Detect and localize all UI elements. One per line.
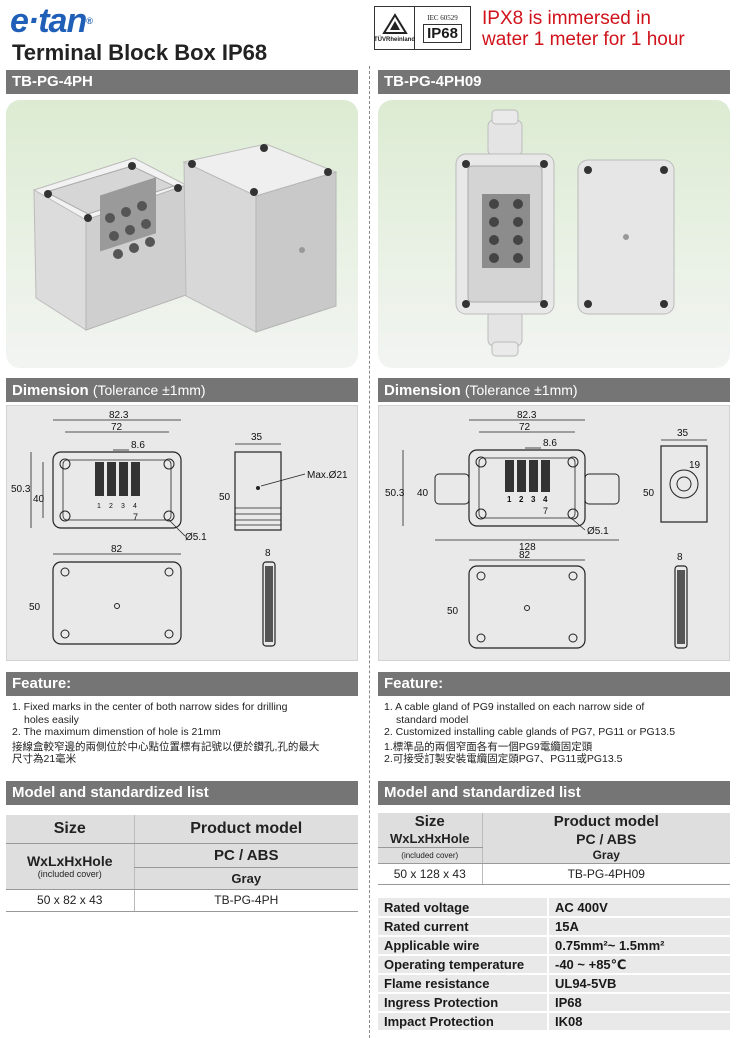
dim-max-hole: Max.Ø21 [307, 470, 348, 481]
left-product-photo [6, 100, 358, 368]
tuv-label: TÜVRheinland [374, 37, 416, 43]
left-dimension-drawing: 82.3 72 8.6 1 2 3 4 7 50.3 40 Ø5.1 35 [6, 405, 358, 661]
right-feature-bar: Feature: [378, 672, 730, 696]
r-term-7: 7 [543, 506, 548, 516]
certification-badge: TÜVRheinland IEC 60529 IP68 [374, 6, 471, 50]
term-3: 3 [121, 503, 125, 510]
brand-logo: e·tan® [10, 2, 93, 40]
dim-8-6: 8.6 [131, 440, 145, 451]
right-dimension-drawing: 82.3 72 8.6 1 2 3 4 7 50.3 40 Ø5.1 128 3… [378, 405, 730, 661]
tuv-triangle-icon [381, 13, 408, 34]
r-dim-8: 8 [677, 552, 683, 563]
doc-title: Terminal Block Box IP68 [12, 40, 268, 65]
r-dim-50-3: 50.3 [385, 488, 405, 499]
r-dim-19: 19 [689, 460, 701, 471]
r-dim-82: 82 [519, 550, 531, 561]
ipx-note: IPX8 is immersed in water 1 meter for 1 … [482, 8, 685, 50]
r-dim-40: 40 [417, 488, 429, 499]
r-term-4: 4 [543, 495, 548, 504]
term-1: 1 [97, 503, 101, 510]
ip-label: IP68 [423, 23, 462, 43]
r-dim-35: 35 [677, 428, 689, 439]
r-dim-hole: Ø5.1 [587, 526, 609, 537]
dim-82-3: 82.3 [109, 410, 129, 421]
left-feature-bar: Feature: [6, 672, 358, 696]
left-model-table: Size Product model WxLxHxHole (included … [6, 815, 358, 912]
column-divider [369, 66, 370, 1038]
r-term-3: 3 [531, 495, 536, 504]
r-term-2: 2 [519, 495, 524, 504]
r-dim-128: 128 [519, 542, 536, 553]
right-product-photo [378, 100, 730, 368]
iec-label: IEC 60529 [427, 13, 458, 22]
right-model-table: Size WxLxHxHole Product model PC / ABS (… [378, 813, 730, 885]
left-feature-list: 1. Fixed marks in the center of both nar… [12, 701, 320, 765]
left-model-bar: TB-PG-4PH [6, 70, 358, 94]
right-feature-list: 1. A cable gland of PG9 installed on eac… [384, 701, 676, 765]
term-4: 4 [133, 503, 137, 510]
right-dimension-bar: Dimension (Tolerance ±1mm) [378, 378, 730, 402]
dim-82: 82 [111, 544, 123, 555]
r-dim-50-lid: 50 [447, 606, 459, 617]
dim-50-side: 50 [219, 492, 231, 503]
term-7: 7 [133, 512, 138, 522]
term-2: 2 [109, 503, 113, 510]
dim-8: 8 [265, 548, 271, 559]
right-model-bar: TB-PG-4PH09 [378, 70, 730, 94]
r-dim-72: 72 [519, 422, 531, 433]
dim-hole: Ø5.1 [185, 532, 207, 543]
spec-row: Operating temperature-40 ~ +85℃ [378, 955, 730, 975]
dim-72: 72 [111, 422, 123, 433]
dim-50-3: 50.3 [11, 484, 31, 495]
right-list-bar: Model and standardized list [378, 781, 730, 805]
r-term-1: 1 [507, 495, 512, 504]
r-dim-50-side: 50 [643, 488, 655, 499]
r-dim-82-3: 82.3 [517, 410, 537, 421]
left-list-bar: Model and standardized list [6, 781, 358, 805]
dim-40: 40 [33, 494, 45, 505]
left-dimension-bar: Dimension (Tolerance ±1mm) [6, 378, 358, 402]
r-dim-8-6: 8.6 [543, 438, 557, 449]
dim-50-lid: 50 [29, 602, 41, 613]
dim-35: 35 [251, 432, 263, 443]
